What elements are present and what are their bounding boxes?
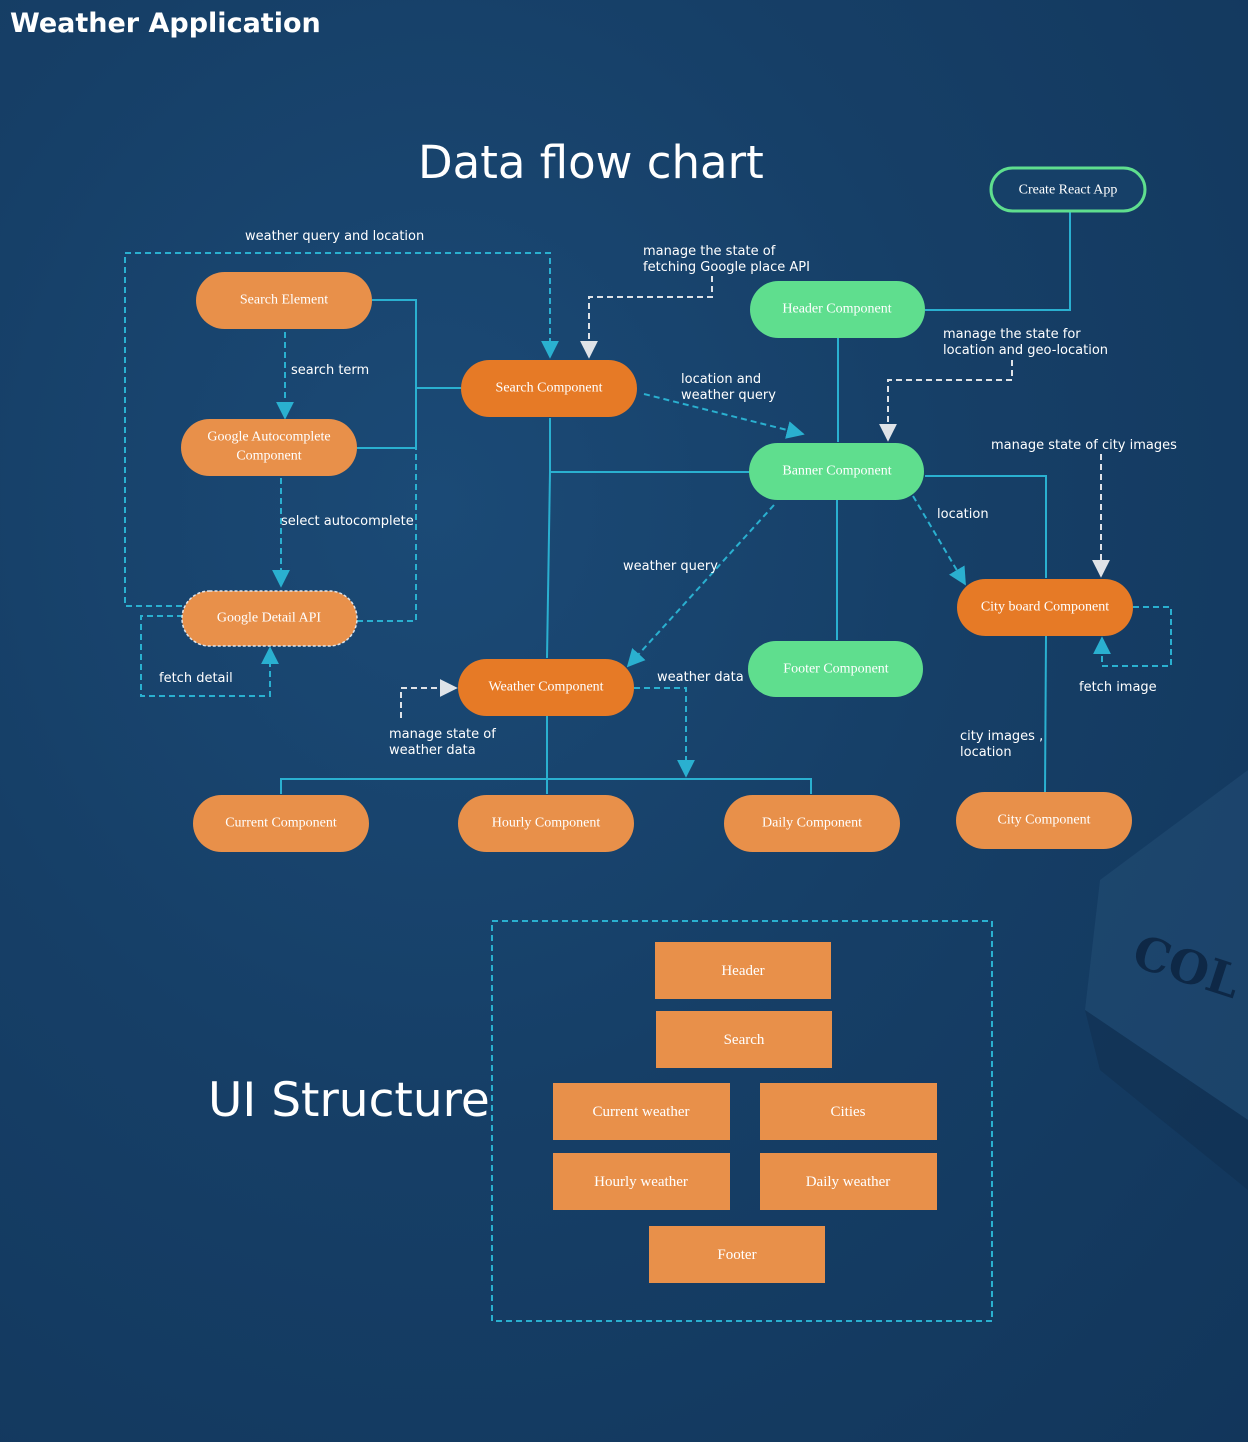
hourly-component-node[interactable]: Hourly Component <box>458 795 634 852</box>
svg-text:Header Component: Header Component <box>782 302 891 317</box>
label-manage-google-place-2: fetching Google place API <box>643 260 810 275</box>
search-component-node[interactable]: Search Component <box>461 360 637 417</box>
svg-text:Footer: Footer <box>717 1247 756 1263</box>
svg-text:Cities: Cities <box>830 1104 865 1120</box>
svg-text:Current weather: Current weather <box>592 1104 689 1120</box>
footer-component-node[interactable]: Footer Component <box>748 641 923 697</box>
label-weather-query-and-location: weather query and location <box>245 229 424 244</box>
svg-text:Footer Component: Footer Component <box>783 662 888 677</box>
label-weather-query: weather query <box>623 559 718 574</box>
city-board-component-node[interactable]: City board Component <box>957 579 1133 636</box>
svg-text:Search: Search <box>724 1032 765 1048</box>
label-fetch-image: fetch image <box>1079 680 1157 695</box>
svg-text:Weather Component: Weather Component <box>488 680 603 695</box>
gray-state-connectors <box>580 276 1110 578</box>
header-component-node[interactable]: Header Component <box>750 281 925 338</box>
label-search-term: search term <box>291 363 369 378</box>
background-book-decoration: COL <box>1085 770 1248 1190</box>
solid-connectors <box>280 212 1071 794</box>
label-fetch-detail: fetch detail <box>159 671 233 686</box>
edge-labels: weather query and location manage the st… <box>159 229 1177 760</box>
label-city-images-location-2: location <box>960 745 1012 760</box>
label-manage-location-2: location and geo-location <box>943 343 1108 358</box>
svg-text:Search Component: Search Component <box>496 381 603 396</box>
google-autocomplete-node[interactable]: Google Autocomplete Component <box>181 419 357 476</box>
weather-component-node[interactable]: Weather Component <box>458 659 634 716</box>
daily-component-node[interactable]: Daily Component <box>724 795 900 852</box>
svg-text:Daily Component: Daily Component <box>762 816 862 831</box>
ui-block-current-weather[interactable]: Current weather <box>553 1083 730 1140</box>
svg-text:City Component: City Component <box>998 813 1091 828</box>
label-manage-google-place-1: manage the state of <box>643 244 776 259</box>
app-title: Weather Application <box>10 8 321 39</box>
svg-text:Create React App: Create React App <box>1019 183 1118 198</box>
banner-component-node[interactable]: Banner Component <box>749 443 924 500</box>
label-location: location <box>937 507 989 522</box>
label-manage-weather-data-2: weather data <box>389 743 476 758</box>
google-detail-api-node[interactable]: Google Detail API <box>181 590 358 647</box>
ui-structure-title: UI Structure <box>208 1073 490 1128</box>
label-weather-data: weather data <box>657 670 744 685</box>
search-element-node[interactable]: Search Element <box>196 272 372 329</box>
svg-text:Search Element: Search Element <box>240 293 328 308</box>
svg-text:City board Component: City board Component <box>981 600 1109 615</box>
ui-block-hourly-weather[interactable]: Hourly weather <box>553 1153 730 1210</box>
ui-block-footer[interactable]: Footer <box>649 1226 825 1283</box>
data-flow-title: Data flow chart <box>418 136 764 189</box>
dashed-connectors <box>124 252 1172 778</box>
label-location-weather-query-1: location and <box>681 372 761 387</box>
label-city-images-location-1: city images , <box>960 729 1043 744</box>
label-manage-weather-data-1: manage state of <box>389 727 496 742</box>
svg-text:Component: Component <box>236 449 301 464</box>
ui-block-search[interactable]: Search <box>656 1011 832 1068</box>
svg-text:Daily weather: Daily weather <box>806 1174 891 1190</box>
ui-block-daily-weather[interactable]: Daily weather <box>760 1153 937 1210</box>
svg-text:Hourly Component: Hourly Component <box>492 816 601 831</box>
ui-structure-frame <box>491 920 993 1322</box>
svg-text:Google Detail API: Google Detail API <box>217 611 322 626</box>
ui-block-cities[interactable]: Cities <box>760 1083 937 1140</box>
svg-text:Hourly weather: Hourly weather <box>594 1174 688 1190</box>
svg-text:Current Component: Current Component <box>225 816 337 831</box>
svg-text:Header: Header <box>721 963 764 979</box>
create-react-app-node[interactable]: Create React App <box>989 166 1147 213</box>
svg-text:Google Autocomplete: Google Autocomplete <box>207 430 330 445</box>
current-component-node[interactable]: Current Component <box>193 795 369 852</box>
ui-block-header[interactable]: Header <box>655 942 831 999</box>
svg-text:Banner Component: Banner Component <box>782 464 891 479</box>
label-location-weather-query-2: weather query <box>681 388 776 403</box>
label-manage-location-1: manage the state for <box>943 327 1081 342</box>
label-manage-city-images: manage state of city images <box>991 438 1177 453</box>
label-select-autocomplete: select autocomplete <box>281 514 414 529</box>
city-component-node[interactable]: City Component <box>956 792 1132 849</box>
